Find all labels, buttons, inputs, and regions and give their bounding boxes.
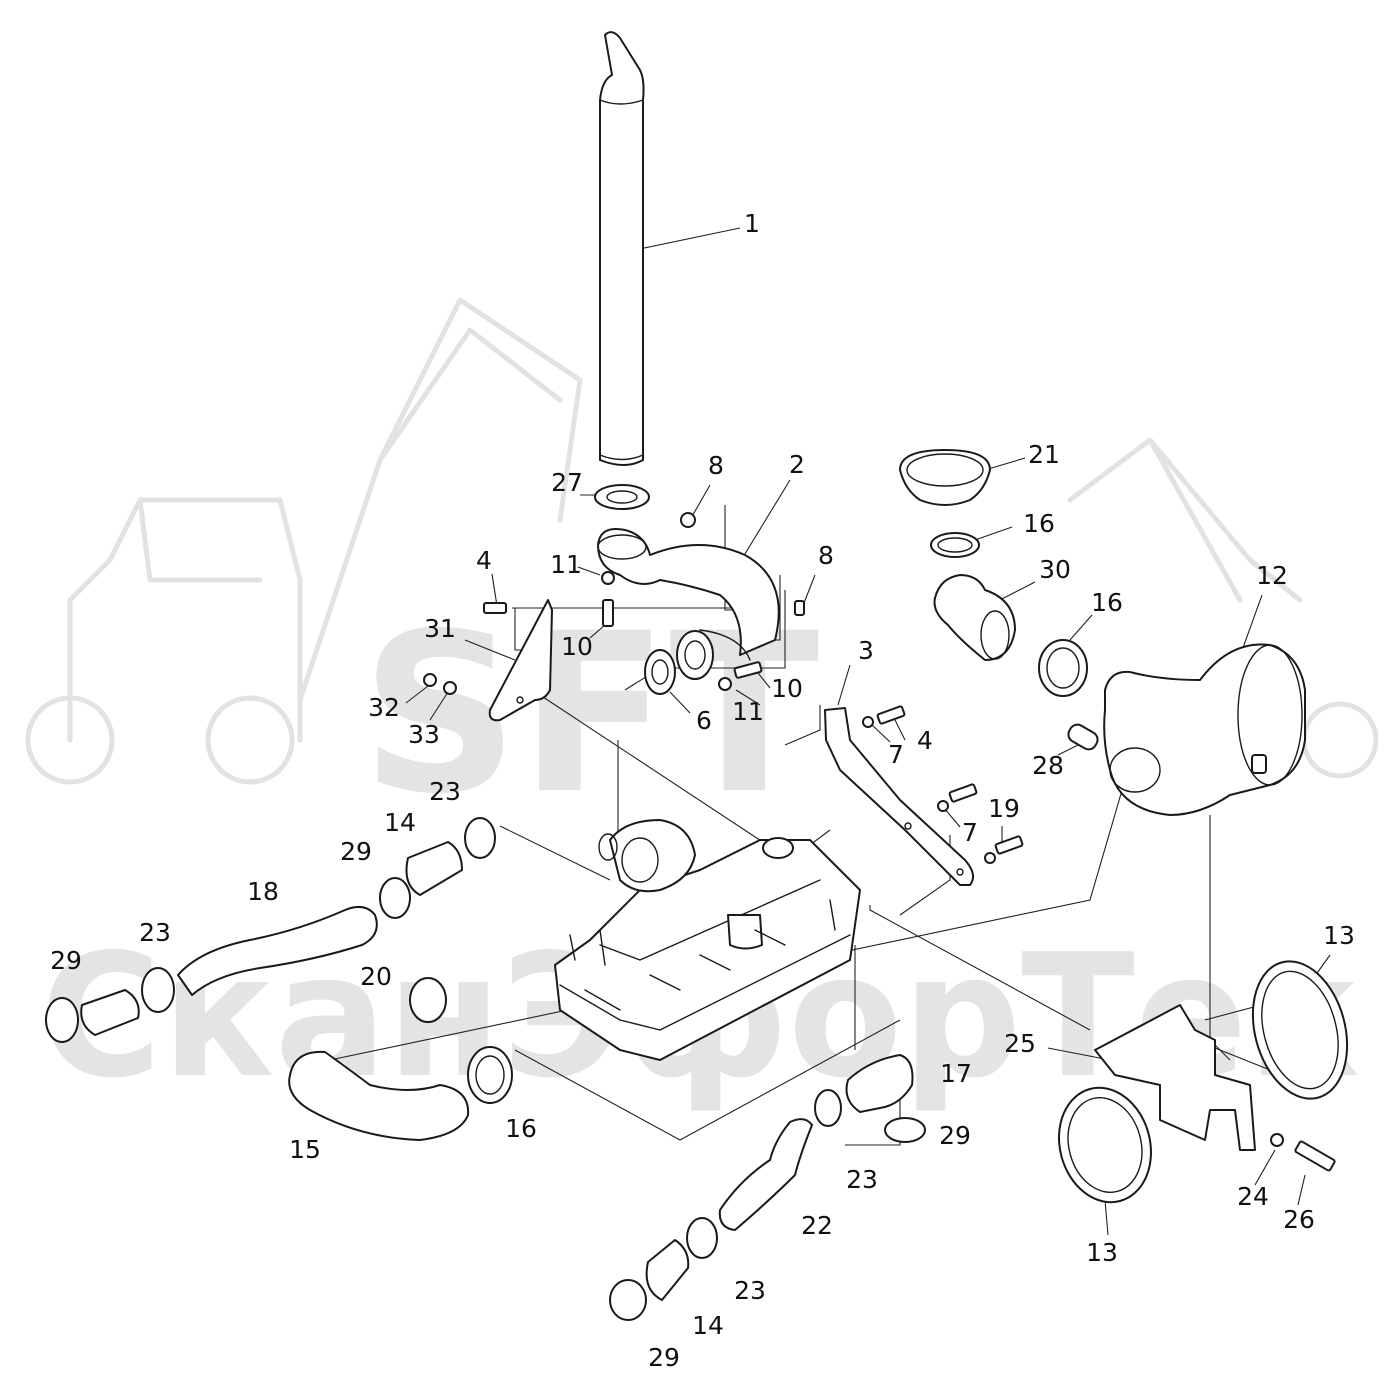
callout-19: 19 bbox=[988, 794, 1020, 823]
part-clamp-20 bbox=[409, 977, 447, 1023]
part-hose-22 bbox=[718, 1118, 813, 1231]
callout-12: 12 bbox=[1256, 561, 1288, 590]
callout-16: 16 bbox=[1023, 509, 1055, 538]
callout-10: 10 bbox=[561, 632, 593, 661]
callout-27: 27 bbox=[551, 468, 583, 497]
callout-14: 14 bbox=[692, 1311, 724, 1340]
parts bbox=[45, 31, 1349, 1321]
callout-16: 16 bbox=[1091, 588, 1123, 617]
part-band-clamps-13 bbox=[1058, 960, 1349, 1204]
part-hose-clamps-16 bbox=[467, 532, 1088, 1104]
callout-33: 33 bbox=[408, 720, 440, 749]
part-sleeves-14 bbox=[405, 841, 690, 1301]
callout-29: 29 bbox=[939, 1121, 971, 1150]
callout-20: 20 bbox=[360, 962, 392, 991]
callout-29: 29 bbox=[50, 946, 82, 975]
part-exhaust-elbow bbox=[597, 528, 780, 680]
part-elbow-17 bbox=[845, 1054, 914, 1113]
callout-4: 4 bbox=[917, 726, 933, 755]
callout-30: 30 bbox=[1039, 555, 1071, 584]
part-engine-manifold bbox=[554, 819, 861, 1061]
callout-29: 29 bbox=[648, 1343, 680, 1372]
callout-21: 21 bbox=[1028, 440, 1060, 469]
callout-26: 26 bbox=[1283, 1205, 1315, 1234]
callout-7: 7 bbox=[888, 740, 904, 769]
part-gasket-27 bbox=[594, 484, 650, 510]
part-clamps-29 bbox=[45, 877, 926, 1321]
callout-23: 23 bbox=[734, 1276, 766, 1305]
part-clamps-23 bbox=[141, 817, 842, 1259]
callout-24: 24 bbox=[1237, 1182, 1269, 1211]
part-elbow-hose-30 bbox=[933, 574, 1016, 661]
callout-10: 10 bbox=[771, 674, 803, 703]
callout-23: 23 bbox=[139, 918, 171, 947]
part-bracket-3 bbox=[824, 707, 975, 886]
part-hose-18 bbox=[177, 905, 378, 996]
callout-31: 31 bbox=[424, 614, 456, 643]
callout-11: 11 bbox=[732, 697, 764, 726]
callout-14: 14 bbox=[384, 808, 416, 837]
callout-6: 6 bbox=[696, 706, 712, 735]
callout-4: 4 bbox=[476, 546, 492, 575]
callout-23: 23 bbox=[846, 1165, 878, 1194]
part-bracket-31 bbox=[488, 599, 553, 722]
callout-numbers: 1 2 3 4 4 6 7 7 8 8 10 10 11 11 12 13 13… bbox=[50, 209, 1355, 1372]
part-gasket-6 bbox=[644, 649, 676, 695]
callout-3: 3 bbox=[858, 636, 874, 665]
callout-1: 1 bbox=[744, 209, 760, 238]
callout-2: 2 bbox=[789, 450, 805, 479]
part-hose-15 bbox=[288, 1050, 470, 1141]
callout-28: 28 bbox=[1032, 751, 1064, 780]
callout-22: 22 bbox=[801, 1211, 833, 1240]
callout-8: 8 bbox=[818, 541, 834, 570]
callout-13: 13 bbox=[1323, 921, 1355, 950]
part-intake-cap bbox=[899, 449, 991, 506]
callout-29: 29 bbox=[340, 837, 372, 866]
callout-17: 17 bbox=[940, 1059, 972, 1088]
callout-11: 11 bbox=[550, 550, 582, 579]
callout-7: 7 bbox=[962, 818, 978, 847]
callout-13: 13 bbox=[1086, 1238, 1118, 1267]
part-air-cleaner bbox=[1103, 643, 1306, 816]
part-fasteners bbox=[423, 512, 1336, 1172]
callout-23: 23 bbox=[429, 777, 461, 806]
callout-25: 25 bbox=[1004, 1029, 1036, 1058]
callout-15: 15 bbox=[289, 1135, 321, 1164]
callout-8: 8 bbox=[708, 451, 724, 480]
part-exhaust-stack bbox=[599, 31, 645, 466]
part-mount-bracket-25 bbox=[1094, 1004, 1256, 1151]
callout-16: 16 bbox=[505, 1114, 537, 1143]
callout-32: 32 bbox=[368, 693, 400, 722]
callout-18: 18 bbox=[247, 877, 279, 906]
